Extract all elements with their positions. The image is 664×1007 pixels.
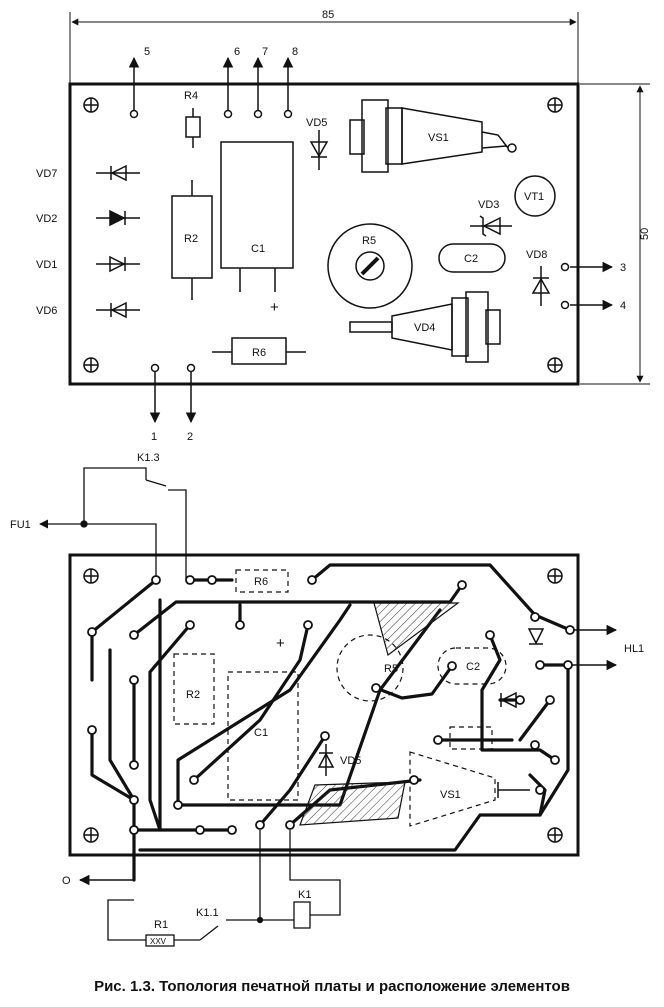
r1-label: R1 — [154, 919, 168, 931]
height-dimension — [580, 83, 650, 385]
k11-label: K1.1 — [196, 907, 219, 919]
pcb-pads — [87, 575, 575, 835]
r5-trimmer — [327, 223, 413, 309]
vs1-thyristor — [349, 99, 517, 173]
pin-2-label: 2 — [187, 431, 193, 443]
r6-label: R6 — [252, 347, 266, 359]
vt1-transistor — [514, 175, 556, 217]
vd6-label: VD6 — [36, 305, 57, 317]
r4-label: R4 — [184, 90, 198, 102]
bottom-board-outline — [68, 553, 580, 857]
k13-label: K1.3 — [137, 452, 160, 464]
r4-resistor — [185, 108, 201, 148]
vd5-label: VD5 — [306, 117, 327, 129]
bottom-mounting-holes — [83, 568, 563, 843]
vd8-label: VD8 — [526, 249, 547, 261]
r2-resistor — [171, 180, 213, 300]
width-dimension — [69, 12, 579, 85]
r5-bottom-label: R5 — [384, 663, 398, 675]
c1-plus: + — [270, 299, 279, 316]
pin-3-label: 3 — [620, 262, 626, 274]
k1-label: K1 — [298, 889, 311, 901]
vd5-bottom-label: VD5 — [340, 755, 361, 767]
k13-contact — [39, 467, 187, 580]
c2-bottom-label: C2 — [466, 661, 480, 673]
pin-8-label: 8 — [292, 46, 298, 58]
pin-1-label: 1 — [151, 431, 157, 443]
pin-6-label: 6 — [234, 46, 240, 58]
pin-arrows — [128, 56, 614, 424]
vd8-diode — [531, 266, 551, 306]
c2-label: C2 — [464, 253, 478, 265]
r5-label: R5 — [362, 235, 376, 247]
r2-label: R2 — [184, 233, 198, 245]
mounting-holes — [83, 97, 563, 373]
hatched-area-bottom — [299, 781, 406, 826]
vt1-label: VT1 — [524, 191, 544, 203]
width-dimension-label: 85 — [322, 9, 334, 21]
c1-bottom-label: C1 — [254, 727, 268, 739]
vd5-diode — [309, 130, 329, 170]
c1-label: C1 — [251, 243, 265, 255]
bottom-diodes — [317, 628, 545, 798]
vd4-diode — [349, 291, 501, 363]
vd7-label: VD7 — [36, 168, 57, 180]
r6-resistor — [212, 337, 306, 365]
r1-mark: XXV — [150, 937, 167, 946]
vs1-label: VS1 — [428, 132, 449, 144]
top-board: 85 50 5 6 7 8 1 2 — [36, 9, 651, 443]
component-outlines — [173, 569, 507, 827]
height-dimension-label: 50 — [639, 228, 651, 240]
vd1-label: VD1 — [36, 259, 57, 271]
pcb-traces — [90, 563, 572, 882]
left-diodes — [96, 164, 140, 319]
hatched-area-top — [373, 602, 460, 657]
r2-bottom-label: R2 — [186, 689, 200, 701]
c2-capacitor — [438, 243, 506, 273]
pin-7-label: 7 — [262, 46, 268, 58]
bottom-board: K1.3 FU1 — [10, 452, 644, 947]
c1-capacitor — [220, 141, 294, 292]
hl1-label: HL1 — [624, 643, 644, 655]
vd4-label: VD4 — [414, 322, 435, 334]
pin-4-label: 4 — [620, 300, 626, 312]
vd3-diode — [470, 215, 512, 237]
o-label: O — [62, 875, 71, 887]
hl1-arrows — [572, 624, 618, 671]
top-board-outline — [68, 82, 580, 386]
vd2-label: VD2 — [36, 213, 57, 225]
figure-caption: Рис. 1.3. Топология печатной платы и рас… — [94, 978, 570, 995]
r6-bottom-label: R6 — [254, 576, 268, 588]
vs1-bottom-label: VS1 — [440, 789, 461, 801]
r1-k1-circuit — [107, 830, 341, 947]
vd3-label: VD3 — [478, 199, 499, 211]
fu1-label: FU1 — [10, 519, 31, 531]
pin-5-label: 5 — [144, 46, 150, 58]
c1-bottom-plus: + — [276, 635, 285, 652]
